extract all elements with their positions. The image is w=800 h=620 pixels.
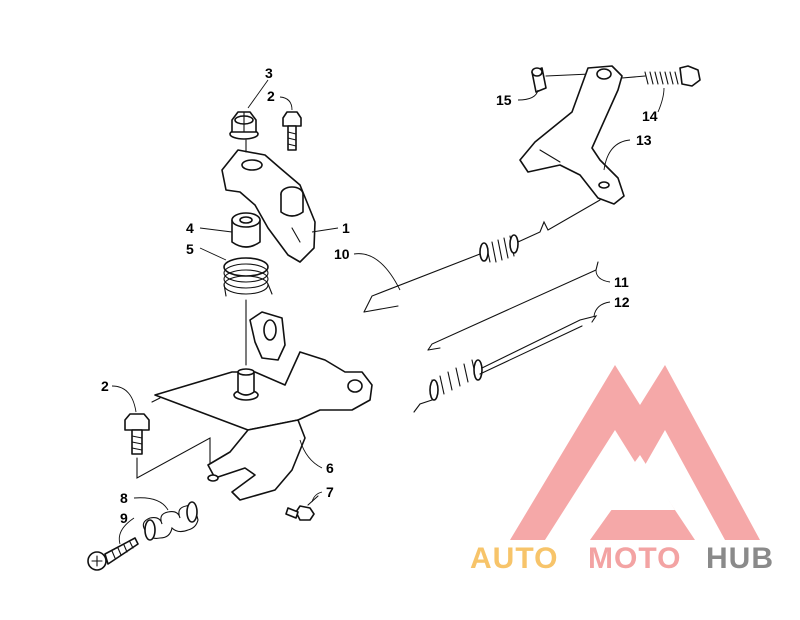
callout-3: 3 <box>265 65 273 81</box>
callout-5: 5 <box>186 241 194 257</box>
callout-labels: 3 2 1 4 5 2 6 7 8 9 10 11 12 13 14 15 <box>101 65 658 526</box>
watermark-word-hub: HUB <box>706 542 774 575</box>
watermark-word-moto: MOTO <box>588 542 681 575</box>
watermark-word-auto: AUTO <box>470 542 558 575</box>
callout-8: 8 <box>120 490 128 506</box>
part-3-flange-nut <box>229 111 259 140</box>
callout-2-lower: 2 <box>101 378 109 394</box>
callout-15: 15 <box>496 92 512 108</box>
leader-lines <box>111 79 665 545</box>
part-5-torsion-spring <box>223 257 273 297</box>
watermark-wordmark: AUTO MOTO HUB <box>470 542 774 575</box>
part-9-screw <box>87 537 139 571</box>
callout-13: 13 <box>636 132 652 148</box>
part-11-rod <box>427 261 599 351</box>
part-14-spring-bolt <box>621 65 701 87</box>
part-1-lever-bracket <box>221 149 316 263</box>
callout-2-upper: 2 <box>267 88 275 104</box>
automotohub-logo-icon <box>510 365 760 540</box>
part-4-bushing <box>231 212 261 248</box>
callout-7: 7 <box>326 484 334 500</box>
part-7-small-screw <box>285 495 319 521</box>
callout-11: 11 <box>614 274 629 290</box>
callout-9: 9 <box>120 510 128 526</box>
callout-10: 10 <box>334 246 350 262</box>
part-2-lower-bolt <box>124 413 150 455</box>
part-6-base-plate <box>151 311 373 501</box>
callout-12: 12 <box>614 294 630 310</box>
callout-6: 6 <box>326 460 334 476</box>
assembly-line-bolt <box>136 437 211 479</box>
callout-4: 4 <box>186 220 194 236</box>
part-2-upper-bolt <box>282 111 302 151</box>
part-15-cap <box>531 67 547 93</box>
part-10-rod-with-spring <box>363 199 601 313</box>
callout-14: 14 <box>642 108 658 124</box>
part-12-rod-with-spring <box>413 315 598 413</box>
part-13-arm <box>519 65 625 205</box>
cap-centerline <box>545 73 591 77</box>
callout-1: 1 <box>342 220 350 236</box>
part-8-compression-spring <box>142 501 199 541</box>
